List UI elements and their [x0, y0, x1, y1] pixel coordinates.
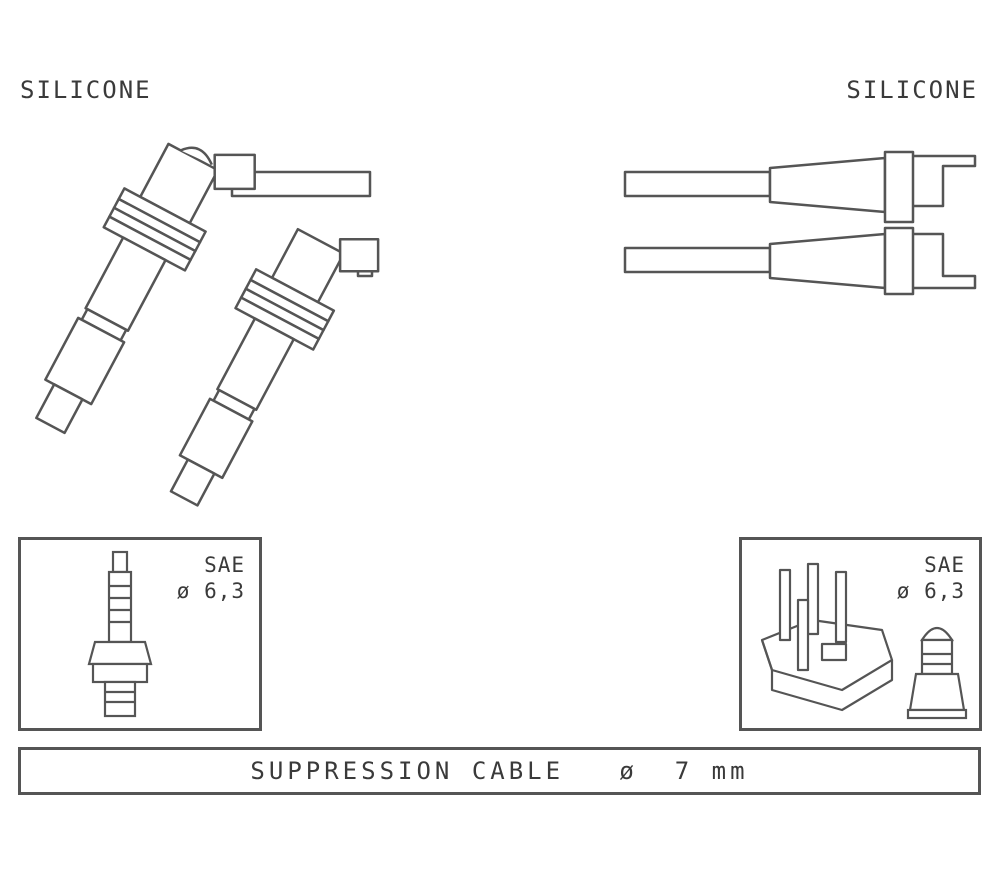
spark-plug-boot-1: [35, 142, 256, 435]
left-material-label: SILICONE: [20, 76, 152, 104]
right-material-label: SILICONE: [846, 76, 978, 104]
right-terminal-diameter: ø 6,3: [896, 579, 965, 603]
spark-plug-icon: [87, 550, 153, 718]
spark-plug-boot-2: [169, 227, 380, 507]
left-terminal-diameter: ø 6,3: [176, 579, 245, 603]
diameter-symbol: ø: [619, 757, 638, 785]
terminal-cap-icon: [906, 626, 968, 720]
spark-plug-terminal-box: SAE ø 6,3: [18, 537, 262, 731]
left-terminal-type: SAE: [204, 553, 245, 577]
cable-size: 7 mm: [674, 757, 749, 785]
cable-type-text: SUPPRESSION CABLE: [250, 757, 565, 785]
suppression-cable-banner: SUPPRESSION CABLE ø 7 mm: [18, 747, 981, 795]
right-cable-lower: [623, 226, 977, 296]
coil-terminal-box: SAE ø 6,3: [739, 537, 982, 731]
right-terminal-type: SAE: [924, 553, 965, 577]
right-cable-upper: [623, 150, 977, 224]
ignition-coil-icon: [760, 562, 894, 712]
